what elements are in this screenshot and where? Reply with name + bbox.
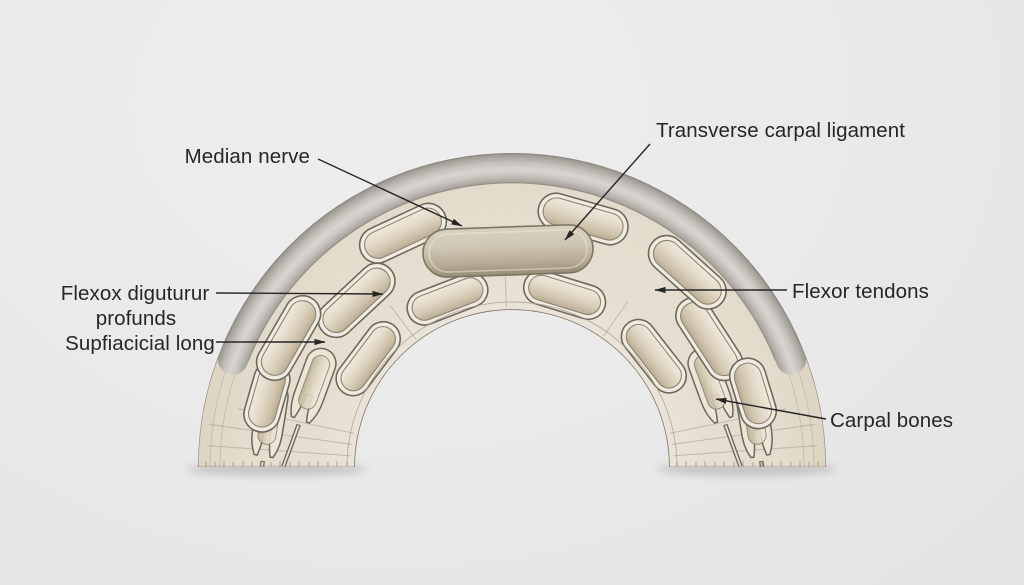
cut-fringe: [676, 461, 819, 467]
leader-carpal-bones: [715, 397, 827, 420]
median-nerve-shape: [422, 224, 594, 278]
annotations: Median nerve Transverse carpal ligament …: [61, 119, 953, 432]
leader-median-nerve: [317, 158, 463, 227]
label-median-nerve: Median nerve: [185, 145, 310, 168]
arch-inner-edge-2: [346, 301, 678, 467]
label-flexor-profundus-line2: profunds: [96, 307, 177, 330]
label-superficial-long: Supfiacicial long: [65, 332, 215, 355]
cut-fringe: [205, 461, 348, 467]
carpal-tunnel-arch: [198, 153, 826, 467]
label-transverse-carpal-ligament: Transverse carpal ligament: [656, 119, 905, 142]
label-flexor-tendons: Flexor tendons: [792, 280, 929, 303]
leader-flexor-profundus: [215, 290, 384, 298]
transverse-carpal-ligament-band: [217, 153, 807, 375]
ligament-inner-line: [247, 182, 777, 361]
ligament-outer-line: [222, 153, 802, 345]
label-flexor-profundus-line1: Flexox diguturur: [61, 282, 210, 305]
leader-transverse-carpal-ligament: [564, 143, 651, 241]
label-carpal-bones: Carpal bones: [830, 409, 953, 432]
